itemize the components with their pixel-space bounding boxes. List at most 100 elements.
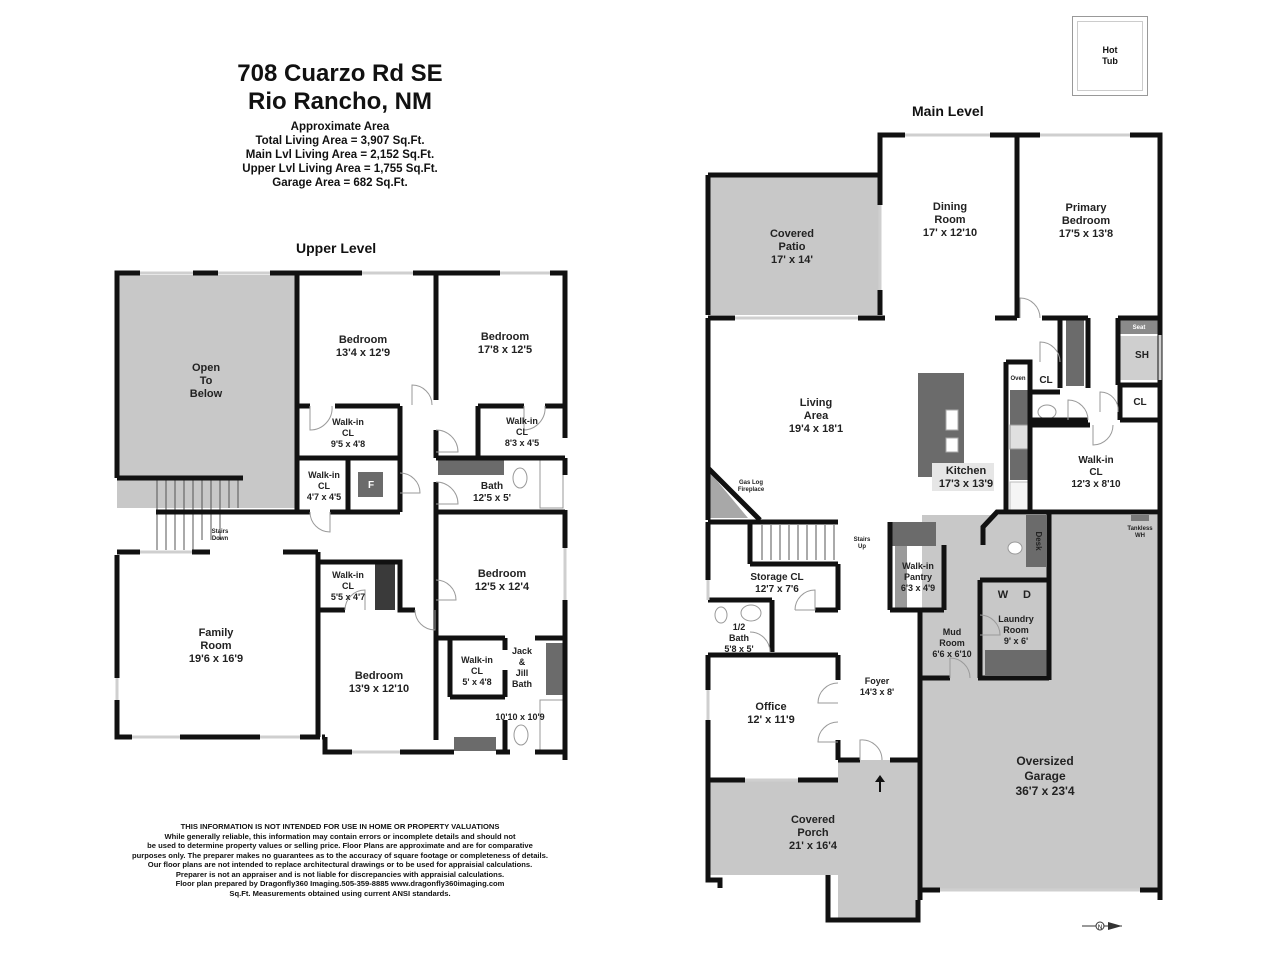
label-oven: Oven [1010, 376, 1025, 382]
main-walls [705, 132, 1163, 923]
label-mud: Mud [943, 627, 962, 637]
label-covered-patio: Covered [770, 228, 814, 240]
disclaimer-line-3: be used to determine property values or … [147, 841, 533, 850]
total-area: Total Living Area = 3,907 Sq.Ft. [255, 135, 425, 147]
dims-walkin-e: 5' x 4'8 [462, 677, 491, 687]
label-bath: Bath [481, 481, 503, 492]
dims-bedroom-c: 12'5 x 12'4 [475, 581, 530, 593]
label-fireplace-2: Fireplace [738, 487, 765, 493]
label-dining-room: Room [934, 214, 965, 226]
primary-vanity [1066, 318, 1084, 386]
label-to: To [200, 375, 213, 387]
label-walkin-b-cl: CL [516, 427, 528, 437]
dims-bedroom-a: 13'4 x 12'9 [336, 347, 390, 359]
toilet-primary [1037, 404, 1057, 420]
dims-family: 19'6 x 16'9 [189, 653, 243, 665]
bath-vanity [438, 459, 504, 475]
label-jack: Jack [512, 646, 533, 656]
main-level-title: Main Level [912, 103, 984, 119]
toilet [512, 467, 528, 489]
label-walkin-a: Walk-in [332, 417, 364, 427]
label-wh: WH [1135, 533, 1145, 539]
label-stairs-down: Stairs [212, 529, 229, 535]
garage-area: Garage Area = 682 Sq.Ft. [272, 177, 408, 189]
dims-garage: 36'7 x 23'4 [1015, 784, 1074, 798]
dims-walkin-c: 4'7 x 4'5 [307, 492, 341, 502]
address-line-2: Rio Rancho, NM [248, 88, 432, 115]
label-walkin-b: Walk-in [506, 416, 538, 426]
label-dryer: D [1023, 589, 1031, 601]
label-stairs-up-2: Up [858, 544, 866, 550]
laundry-counter [985, 650, 1047, 675]
stairs-up [761, 525, 835, 560]
label-family-room: Room [200, 640, 231, 652]
disclaimer: THIS INFORMATION IS NOT INTENDED FOR USE… [100, 822, 580, 898]
compass-label: N [1098, 925, 1102, 931]
label-kitchen: Kitchen [946, 465, 987, 477]
open-to-below-area [117, 275, 297, 508]
dims-walkin-a: 9'5 x 4'8 [331, 439, 365, 449]
label-pantry: Walk-in [902, 561, 934, 571]
label-walkin-primary-cl: CL [1089, 467, 1102, 478]
dims-porch: 21' x 16'4 [789, 840, 838, 852]
disclaimer-line-7: Floor plan prepared by Dragonfly360 Imag… [175, 879, 505, 888]
address-line-1: 708 Cuarzo Rd SE [237, 60, 443, 87]
label-patio: Patio [779, 241, 806, 253]
label-walkin-d: Walk-in [332, 570, 364, 580]
dims-office: 12' x 11'9 [747, 714, 794, 726]
label-fireplace: Gas Log [739, 480, 763, 486]
dims-patio: 17' x 14' [771, 254, 813, 266]
sink-half-bath [740, 604, 762, 622]
cooktop [1009, 424, 1029, 450]
upper-walls [114, 270, 568, 760]
upper-windows [115, 271, 567, 754]
dims-living: 19'4 x 18'1 [789, 423, 843, 435]
label-walkin-c: Walk-in [308, 470, 340, 480]
label-living-area: Area [804, 410, 829, 422]
covered-porch-area [708, 760, 918, 920]
label-porch: Covered [791, 814, 835, 826]
label-tankless: Tankless [1127, 526, 1153, 532]
bathtub [539, 459, 564, 509]
label-half: 1/2 [733, 622, 746, 632]
label-furnace: F [368, 480, 374, 491]
label-jj-bath: Bath [512, 679, 532, 689]
dims-bedroom-b: 17'8 x 12'5 [478, 344, 532, 356]
label-desk: Desk [1034, 531, 1043, 551]
jj-vanity [546, 643, 564, 695]
dims-bath: 12'5 x 5' [473, 493, 511, 504]
label-bedroom-a: Bedroom [339, 334, 388, 346]
dims-storage: 12'7 x 7'6 [755, 584, 799, 595]
disclaimer-line-2: While generally reliable, this informati… [164, 831, 516, 841]
entry-arrow-icon [875, 775, 885, 792]
label-laundry: Laundry [998, 614, 1034, 624]
jj-bathtub [539, 699, 564, 751]
main-doors [749, 297, 1119, 761]
seat [1120, 318, 1158, 334]
label-walkin-e: Walk-in [461, 655, 493, 665]
hot-tub-label-1: Hot [1102, 45, 1118, 55]
label-walkin-d-cl: CL [342, 581, 354, 591]
dims-half-bath: 5'8 x 5' [724, 644, 753, 654]
jj-vanity-2 [454, 737, 496, 751]
main-windows [706, 133, 1162, 892]
